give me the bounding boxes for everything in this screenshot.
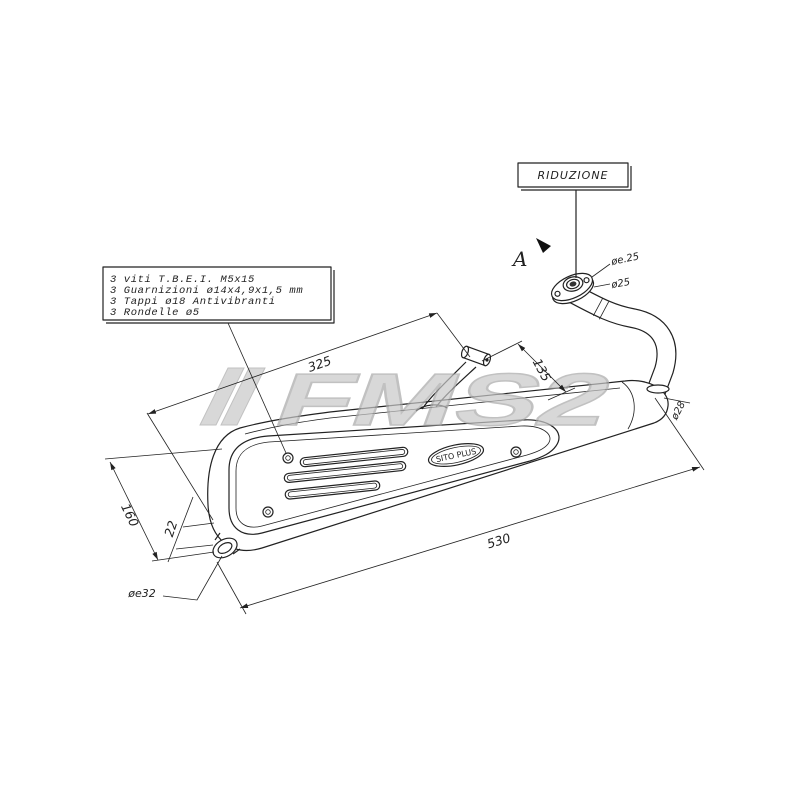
- extension-line: [481, 340, 523, 362]
- callout-box-shadow: [521, 166, 632, 191]
- extension-line: [104, 448, 223, 460]
- heat-shield-slot: [299, 446, 409, 468]
- dimension-value: 22: [161, 519, 180, 539]
- pipe-diameter-label: ø28: [669, 400, 688, 423]
- dimension-outlet-offset: 22: [161, 496, 215, 563]
- screw-socket: [285, 455, 291, 461]
- shield-screw: [282, 452, 294, 464]
- pipe-clamp-band: [592, 298, 610, 320]
- reduction-callout: RIDUZIONE: [517, 162, 632, 278]
- shield-screw: [262, 506, 274, 518]
- leader-line: [591, 263, 611, 278]
- dimension-value: 160: [118, 501, 142, 529]
- parts-list: 3 viti T.B.E.I. M5x15 3 Guarnizioni ø14x…: [102, 266, 335, 454]
- extension-line: [146, 412, 214, 521]
- slot-inner: [302, 449, 406, 465]
- dimension-value: 325: [306, 353, 334, 375]
- outlet-pipe: [212, 532, 241, 559]
- brand-badge: SITO PLUS: [427, 443, 485, 467]
- extension-line: [654, 397, 705, 471]
- leader-line: [593, 283, 611, 288]
- dimension-line: [109, 461, 159, 561]
- slot-outer: [299, 446, 409, 468]
- dimension-line: [167, 496, 194, 563]
- inlet-inner-diameter-label: ø25: [610, 277, 631, 291]
- extension-line: [151, 551, 215, 562]
- dimension-line: [517, 343, 567, 393]
- flange-bolt-hole: [554, 290, 561, 297]
- brand-badge-inner: [431, 445, 481, 465]
- screw-head-icon: [262, 506, 274, 518]
- outlet-tube: [214, 532, 241, 555]
- inlet-outer-diameter-label: øe.25: [609, 251, 640, 268]
- muffler-top-seam: [244, 387, 621, 435]
- screw-socket: [513, 449, 519, 455]
- muffler-end-cap-seam: [621, 381, 635, 430]
- screw-head-icon: [510, 446, 522, 458]
- flange-bolt-hole: [583, 277, 590, 284]
- view-label: A: [511, 247, 527, 271]
- parts-list-item: 3 Tappi ø18 Antivibranti: [110, 296, 276, 308]
- parts-list-item: 3 Guarnizioni ø14x4,9x1,5 mm: [110, 285, 303, 297]
- dimension-bracket-distance: 325: [146, 312, 471, 521]
- leader-line: [162, 555, 223, 601]
- screw-head-icon: [282, 452, 294, 464]
- parts-list-shadow: [106, 270, 335, 324]
- dimension-line: [239, 466, 701, 609]
- parts-list-leader: [227, 322, 287, 454]
- parts-list-item: 3 Rondelle ø5: [110, 307, 200, 319]
- extension-line: [182, 522, 215, 528]
- dimension-height: 160: [104, 448, 223, 562]
- view-indicator: A: [511, 238, 551, 271]
- inlet-diameter-callouts: øe.25 ø25: [591, 251, 640, 291]
- outlet-diameter-callout: øe32: [127, 555, 223, 601]
- inlet-pipe: [565, 283, 677, 406]
- dimension-line: [147, 312, 438, 415]
- shield-screw: [510, 446, 522, 458]
- callout-box: [517, 162, 629, 188]
- extension-line: [436, 312, 471, 358]
- view-arrow-icon: [536, 238, 551, 253]
- outlet-diameter-label: øe32: [127, 587, 156, 600]
- outlet-bore: [217, 541, 233, 555]
- extension-line: [216, 561, 247, 615]
- bushing-end: [460, 345, 470, 359]
- leader-line: [663, 397, 691, 404]
- parts-list-item: 3 viti T.B.E.I. M5x15: [110, 274, 255, 286]
- inlet-pipe-fill: [565, 284, 676, 406]
- reduction-label: RIDUZIONE: [537, 169, 608, 182]
- inlet-flange: [550, 272, 595, 305]
- dimension-overall-length: 530: [216, 397, 705, 615]
- parts-list-box: [102, 266, 332, 321]
- extension-line: [547, 387, 576, 401]
- extension-line: [175, 544, 214, 550]
- pipe-entry-collar: [646, 384, 670, 394]
- dimension-value: 530: [485, 530, 512, 551]
- brand-badge-outer: [427, 443, 485, 467]
- reduction-bore: [569, 281, 577, 287]
